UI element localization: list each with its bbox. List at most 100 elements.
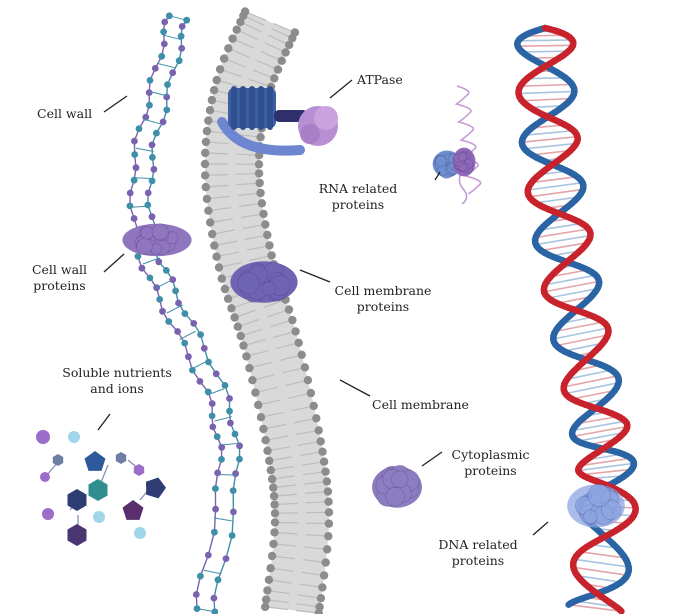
lipid-head <box>323 487 333 496</box>
nutrient-pentagon-blue <box>84 451 106 471</box>
lipid-head <box>248 376 257 385</box>
dna-related-protein-lobe <box>587 483 611 508</box>
lipid-head <box>324 497 333 506</box>
wall-bead <box>162 267 170 274</box>
wall-bead <box>131 137 138 145</box>
label-cytoplasmic-line1: Cytoplasmic <box>451 447 530 462</box>
lipid-head <box>263 446 272 455</box>
lipid-head <box>323 545 332 554</box>
wall-crosslink <box>214 416 233 422</box>
wall-bead <box>210 594 218 602</box>
dna-base-pair <box>580 551 626 559</box>
nutrient-hex-small-purple <box>133 464 145 476</box>
dna-strand-red <box>515 24 639 614</box>
dna-related-protein-lobe <box>600 499 622 521</box>
lipid-head <box>239 341 248 350</box>
wall-bead <box>158 52 166 60</box>
lipid-head <box>318 583 327 592</box>
wall-bead <box>228 532 236 539</box>
nutrient-hex-plum <box>67 524 87 546</box>
lipid-head <box>245 363 254 373</box>
atpase-rotor-subunit <box>258 86 264 130</box>
dna-base-pair <box>577 431 625 442</box>
lipid-head <box>270 74 279 83</box>
dna-base-pair <box>568 603 622 613</box>
label-cell-wall-proteins: Cell wall proteins <box>22 262 97 294</box>
lipid-head <box>259 209 268 219</box>
leader-line <box>339 379 371 397</box>
lipid-head <box>202 194 212 204</box>
wall-bead <box>227 419 234 427</box>
nutrient-hex-navy <box>67 489 87 511</box>
dna-base-pair <box>553 327 609 340</box>
wall-bead <box>164 81 171 88</box>
lipid-head <box>251 388 260 397</box>
wall-crosslink <box>157 62 175 69</box>
lipid-head <box>270 518 280 527</box>
lipid-head <box>212 75 221 85</box>
wall-bead <box>138 264 146 272</box>
dna-base-pair <box>535 196 579 204</box>
wall-bead <box>172 287 180 295</box>
label-rna-related-proteins: RNA related proteins <box>312 181 404 213</box>
wall-bead <box>175 57 183 65</box>
dna-base-pairs <box>517 30 636 613</box>
lipid-head <box>257 199 267 208</box>
label-dna-related-proteins: DNA related proteins <box>428 537 528 569</box>
lipid-head <box>266 564 275 573</box>
wall-bead <box>221 382 229 389</box>
atpase-rotor-subunit <box>231 86 237 130</box>
lipid-head <box>265 456 274 465</box>
lipid-head <box>232 25 241 34</box>
lipid-head <box>207 95 217 105</box>
dna-base-pair <box>556 334 608 347</box>
leader-line <box>532 521 549 536</box>
wall-crosslink <box>166 304 183 314</box>
dna-base-pair <box>577 415 619 425</box>
wall-bead <box>192 591 200 598</box>
wall-bead <box>226 395 233 402</box>
lipid-head <box>220 284 230 294</box>
lipid-head <box>228 34 237 43</box>
wall-crosslink <box>132 205 151 208</box>
cytoplasmic-protein-lobe <box>391 470 409 489</box>
lipid-head <box>204 116 213 125</box>
dna-base-pair <box>571 389 615 400</box>
lipid-head <box>269 491 279 501</box>
label-membrane-proteins-line2: proteins <box>356 299 410 314</box>
wall-bead <box>189 366 196 374</box>
lipid-head <box>208 229 217 239</box>
dna-base-pair <box>566 369 612 381</box>
wall-bead <box>236 442 244 450</box>
wall-bead <box>211 608 219 614</box>
wall-bead <box>178 23 186 30</box>
leader-line <box>299 269 331 283</box>
lipid-head <box>200 171 210 180</box>
lipid-head <box>209 86 219 95</box>
dna-base-pair <box>544 274 596 286</box>
nutrient-pentagon-plum <box>122 500 144 520</box>
dna-segment <box>616 606 625 614</box>
lipid-head <box>312 414 321 423</box>
wall-bead <box>181 339 189 347</box>
wall-bead <box>231 430 239 438</box>
label-cytoplasmic-proteins: Cytoplasmic proteins <box>443 447 538 479</box>
lipid-head <box>306 388 316 398</box>
lipid-head <box>303 376 313 385</box>
cell-membrane-protein <box>230 261 298 303</box>
dna-base-pair <box>529 188 584 198</box>
dna-base-pair <box>521 135 578 143</box>
wall-crosslink <box>203 569 222 575</box>
lipid-head <box>201 182 210 192</box>
wall-bead <box>148 177 156 185</box>
lipid-head <box>263 586 272 595</box>
wall-crosslink <box>179 330 196 340</box>
dna-base-pair <box>520 83 573 87</box>
nutrient-ion-cyan <box>93 511 105 523</box>
dna-base-pair <box>573 566 628 576</box>
lipid-head <box>261 595 271 604</box>
dna-base-pair <box>524 129 574 136</box>
wall-bead <box>146 274 154 282</box>
wall-bead <box>155 258 163 266</box>
dna-base-pair <box>581 468 632 476</box>
